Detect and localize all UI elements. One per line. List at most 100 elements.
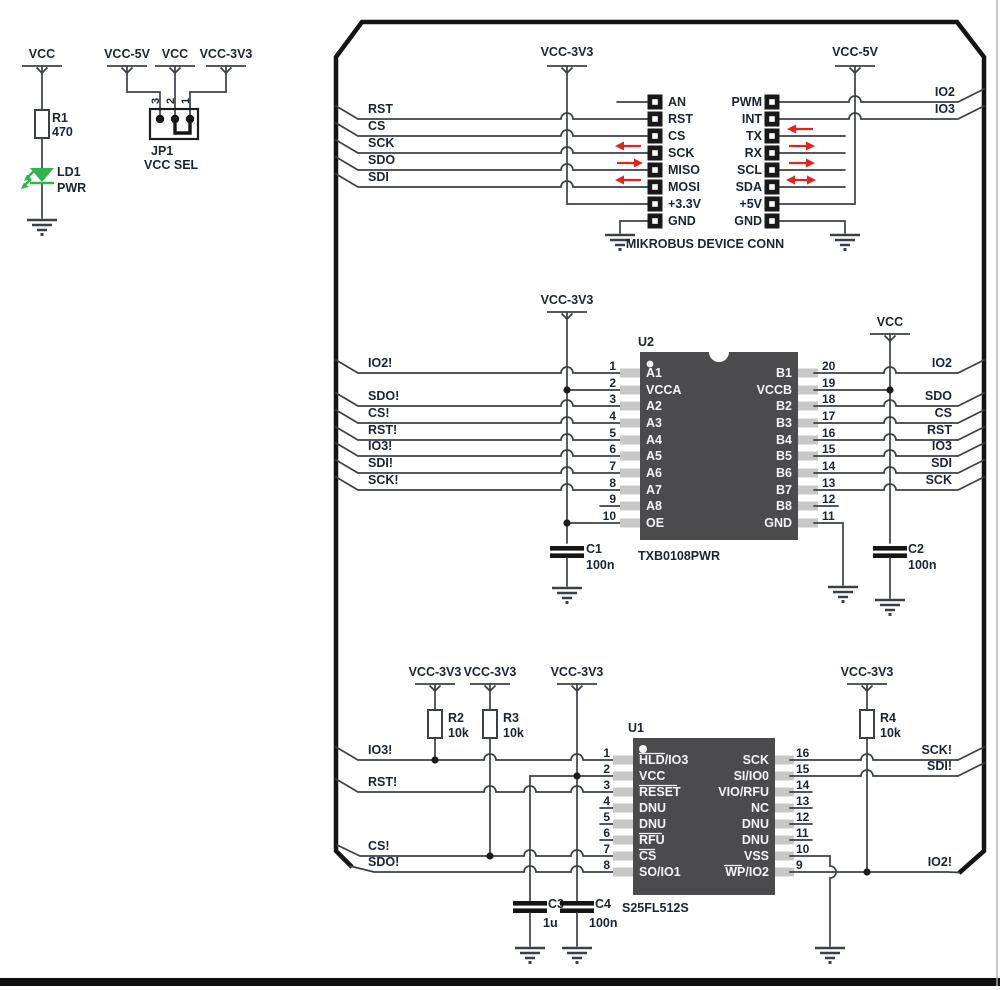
net-label: CS: [368, 119, 385, 133]
ground-icon: [550, 586, 584, 606]
chip-pin-name: DNU: [639, 817, 666, 831]
jp1-pad: [185, 114, 195, 124]
u1-body: [633, 738, 775, 895]
u2-rail-left-label: VCC-3V3: [541, 293, 594, 307]
r4-value: 10k: [880, 726, 901, 740]
chip-pin-name: DNU: [742, 833, 769, 847]
pin-number: 6: [603, 826, 610, 840]
junction-dot: [886, 386, 894, 394]
direction-arrow-both-icon: [784, 174, 818, 186]
chip-pin-name: DNU: [742, 817, 769, 831]
chip-pin-name: RESET: [639, 785, 681, 799]
header-pin-icon: [647, 179, 663, 195]
u1-flash: VCC-3V3 VCC-3V3 VCC-3V3 VCC-3V3 R2 10k R…: [335, 665, 985, 966]
pin-number: 10: [603, 509, 617, 523]
net-label: SDO!: [368, 855, 399, 869]
direction-arrow-left-icon: [613, 140, 643, 152]
pin-number: 11: [822, 509, 835, 523]
pin-number: 9: [609, 492, 616, 506]
jp1-name: VCC SEL: [144, 158, 199, 172]
mikrobus-left-header: AN RST CS SCK MISO MOSI +3.3V GND: [647, 94, 702, 229]
chip-pin-name: B6: [776, 466, 792, 480]
net-label: IO2!: [928, 855, 952, 869]
net-label: SDO: [368, 153, 395, 167]
ground-icon: [828, 233, 862, 253]
net-label: IO3!: [368, 743, 392, 757]
pin-label: INT: [742, 112, 763, 126]
ground-icon: [873, 598, 907, 618]
u2-chip: U2 TXB0108PWR A1 VCCA A2 A3 A4 A5 A6 A7 …: [620, 335, 818, 563]
vcc-rail-label: VCC: [29, 47, 55, 61]
direction-arrow-right-icon: [787, 140, 817, 152]
pin-label: CS: [668, 129, 685, 143]
pin-label: GND: [734, 214, 762, 228]
pin-number: 8: [609, 476, 616, 490]
net-label: SCK: [368, 136, 394, 150]
chip-pin-name: DNU: [639, 801, 666, 815]
header-pin-icon: [647, 145, 663, 161]
jp1-pin3-number: 3: [150, 98, 162, 104]
pin-label: SCK: [668, 146, 694, 160]
pin-number: 7: [603, 842, 610, 856]
net-label: RST!: [368, 423, 397, 437]
pin-number: 11: [796, 826, 809, 840]
header-pin-icon: [764, 145, 780, 161]
pin-number: 15: [822, 442, 836, 456]
chip-pin-name: A5: [646, 449, 662, 463]
jp1-rail-3v3: VCC-3V3: [200, 47, 253, 61]
u1-part: S25FL512S: [622, 901, 689, 915]
chip-pin-name: B1: [776, 366, 792, 380]
jp1-shunt-icon: [173, 123, 192, 135]
power-led-circuit: VCC R1 470 LD1 PWR: [21, 47, 86, 238]
header-pin-icon: [764, 213, 780, 229]
chip-pin-name: VCCA: [646, 383, 681, 397]
chip-pin-name: SI/IO0: [734, 769, 769, 783]
pin-label: GND: [668, 214, 696, 228]
chip-pin-name: A4: [646, 433, 662, 447]
pin-label: RX: [745, 146, 763, 160]
chip-pin-name: CS: [639, 849, 656, 863]
pin-number: 1: [609, 359, 616, 373]
r2-ref: R2: [448, 711, 464, 725]
chip-pin-name: SO/IO1: [639, 865, 681, 879]
pin-number: 13: [796, 794, 810, 808]
junction-dot: [486, 852, 494, 860]
pin-number: 6: [609, 442, 616, 456]
capacitor-icon: [550, 546, 584, 558]
c1-value: 100n: [586, 558, 615, 572]
header-pin-icon: [647, 94, 663, 110]
header-pin-icon: [647, 111, 663, 127]
pin-number: 15: [796, 762, 810, 776]
pin-label: +5V: [739, 197, 762, 211]
chip-pin-name: HLD/IO3: [639, 753, 688, 767]
r1-value: 470: [52, 125, 73, 139]
net-label: SCK!: [368, 473, 399, 487]
bottom-bar: [0, 978, 1000, 986]
u1-chip: U1 S25FL512S HLD/IO3 VCC RESET DNU DNU R…: [613, 721, 794, 915]
pin-number: 16: [796, 746, 810, 760]
pin-number: 12: [796, 810, 810, 824]
chip-pin-name: VCCB: [757, 383, 792, 397]
r2-value: 10k: [448, 726, 469, 740]
pin-number: 2: [609, 376, 616, 390]
u1-pin1-dot-icon: [639, 745, 647, 753]
direction-arrow-right-icon: [787, 157, 817, 169]
led-ref: LD1: [57, 165, 81, 179]
resistor-icon: [482, 709, 498, 739]
pin-number: 7: [609, 459, 616, 473]
u2-level-shifter: VCC-3V3 VCC C1 100n IO2! SDO! CS! RST! I…: [335, 293, 985, 618]
chip-pin-name: B2: [776, 399, 792, 413]
net-label: SDO: [925, 389, 952, 403]
header-pin-icon: [647, 162, 663, 178]
ground-icon: [813, 946, 847, 966]
mikrobus-right-header: PWM INT TX RX SCL SDA +5V GND: [731, 94, 780, 229]
net-label: RST!: [368, 775, 397, 789]
capacitor-icon: [513, 901, 547, 913]
chip-pin-name: A1: [646, 366, 662, 380]
net-label: SCK!: [921, 743, 952, 757]
pin-number: 9: [796, 858, 803, 872]
u1-ref: U1: [628, 721, 644, 735]
pin-number: 13: [822, 476, 836, 490]
